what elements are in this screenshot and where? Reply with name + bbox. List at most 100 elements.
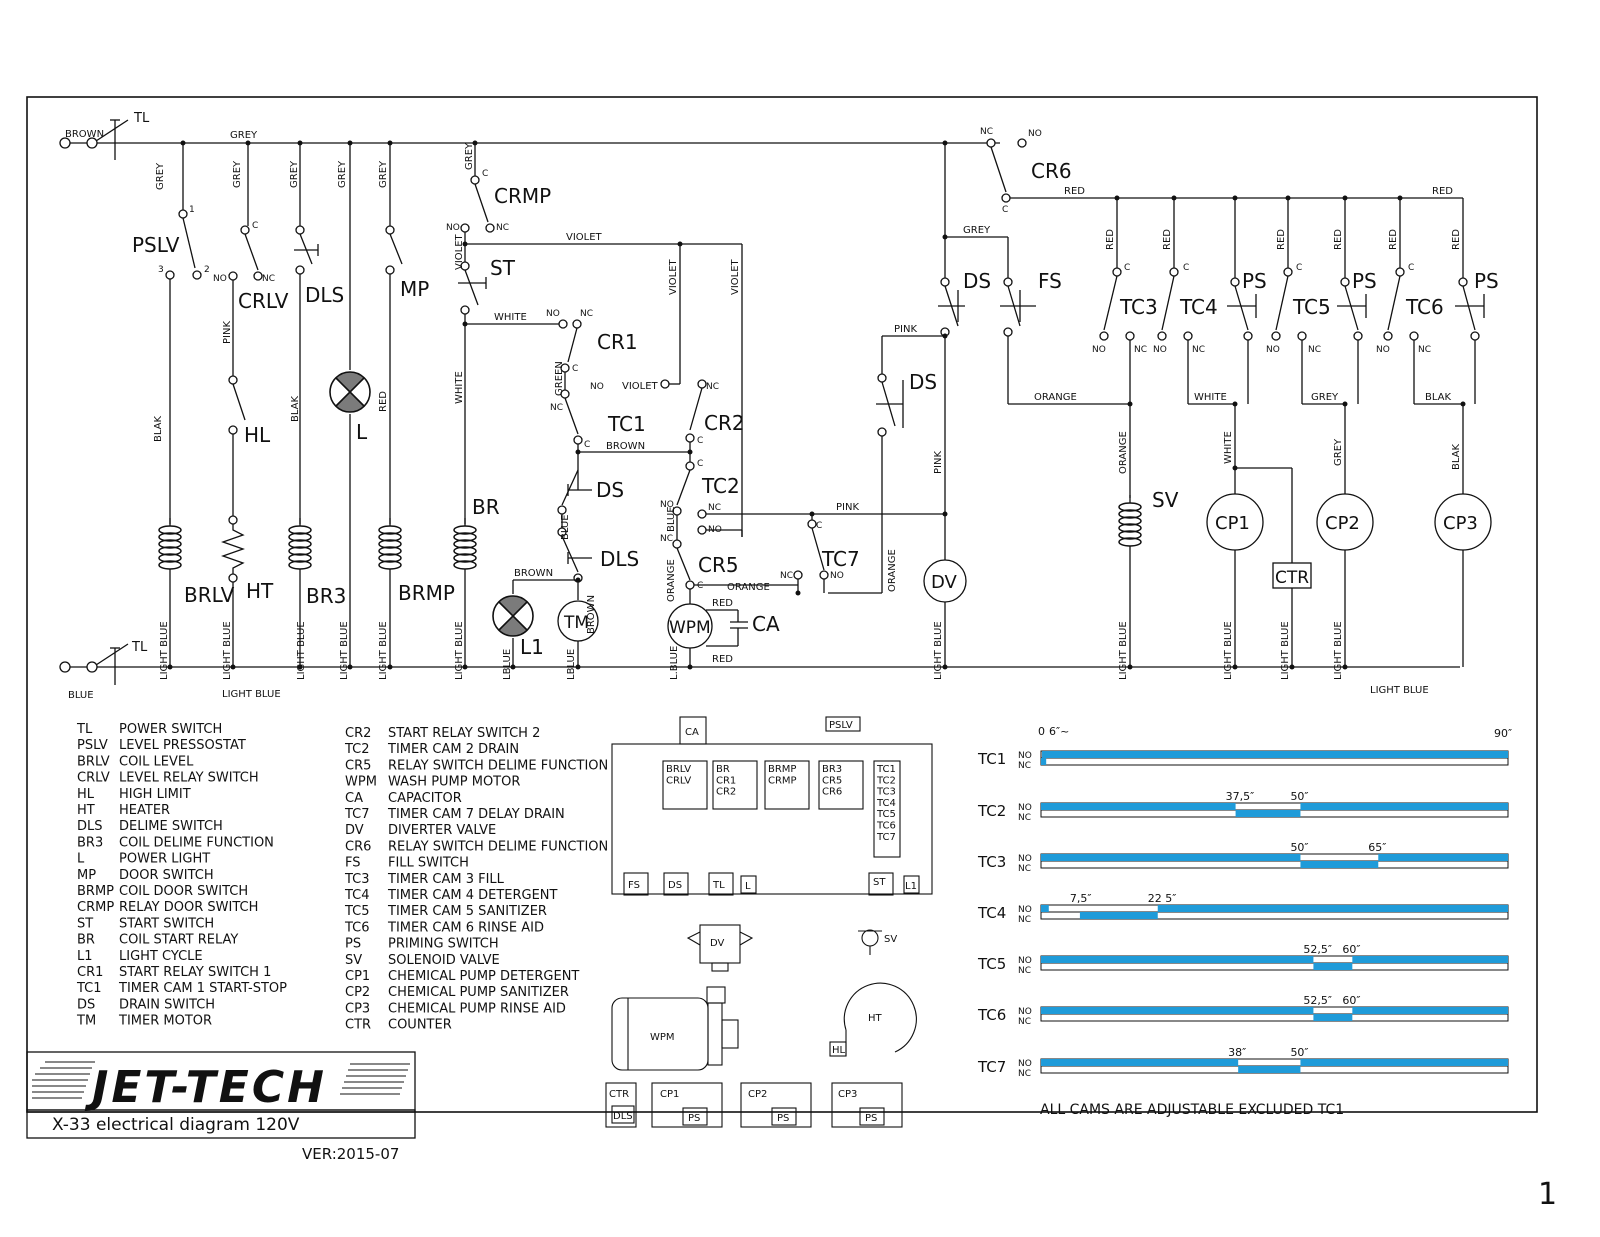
tl-top-label: TL	[133, 111, 150, 126]
legend-right-item-code: CP2	[345, 985, 370, 1000]
legend-right-item-description: TIMER CAM 7 DELAY DRAIN	[387, 807, 565, 822]
wire-lb-v1: LIGHT BLUE	[159, 621, 170, 680]
tc5-terminal-c: C	[1296, 263, 1302, 273]
tc3-terminal-nc: NC	[1134, 345, 1147, 355]
dls-label-2: DLS	[600, 547, 639, 571]
layout-box-label: BR3	[822, 764, 842, 775]
layout-box-label: BR	[716, 764, 730, 775]
wire-grey-v6: GREY	[464, 142, 475, 170]
tc2-label: TC2	[701, 474, 740, 498]
cr1-terminal-nc: NC	[580, 309, 593, 319]
legend-left-item-code: TL	[76, 722, 93, 737]
cr5-terminal-c: C	[697, 581, 703, 591]
timing-cam-name: TC1	[977, 750, 1006, 768]
wire-orange-2: ORANGE	[1034, 392, 1077, 403]
layout-cp2: CP2	[748, 1089, 767, 1100]
wire-lblue-v7: LBLUE	[502, 649, 513, 680]
crlv-terminal-nc: NC	[262, 274, 275, 284]
tc4-terminal-no: NO	[1153, 345, 1167, 355]
title-block: JET-TECH X-33 electrical diagram 120V	[26, 1051, 416, 1139]
legend-right-item-code: TC5	[344, 904, 370, 919]
timing-nc-label: NC	[1018, 966, 1031, 976]
cr6-terminal-no: NO	[1028, 129, 1042, 139]
ht-label: HT	[246, 579, 274, 603]
legend-left-item-code: PSLV	[77, 738, 108, 753]
legend-right-item-description: COUNTER	[388, 1018, 452, 1033]
wpm-label: WPM	[669, 618, 711, 638]
wire-brown-3: BROWN	[514, 568, 553, 579]
wire-red-top-2: RED	[1432, 186, 1453, 197]
tc1-terminal-nc: NC	[550, 403, 563, 413]
layout-box-label: CRMP	[768, 775, 797, 786]
mp-label: MP	[400, 277, 429, 301]
legend-left-item-code: DS	[77, 997, 95, 1012]
timing-nc-segment	[1238, 1066, 1301, 1073]
cr1-label: CR1	[597, 330, 638, 354]
legend-left-item-description: HIGH LIMIT	[119, 787, 191, 802]
timing-nc-segment	[1313, 1014, 1353, 1021]
wire-red-top-1: RED	[1064, 186, 1085, 197]
layout-l: L	[745, 881, 751, 892]
legend-right-item-description: START RELAY SWITCH 2	[388, 726, 540, 741]
legend-right-item-description: SOLENOID VALVE	[388, 953, 500, 968]
crmp-label: CRMP	[494, 184, 551, 208]
legend-right-item-code: TC6	[344, 920, 370, 935]
wire-violet-v3: VIOLET	[730, 258, 741, 295]
crmp-terminal-nc: NC	[496, 223, 509, 233]
schematic	[59, 119, 1492, 685]
timing-no-segment	[1300, 803, 1508, 810]
timing-no-segment	[1041, 803, 1236, 810]
br-label: BR	[472, 495, 500, 519]
legend-left-item-description: COIL START RELAY	[119, 933, 238, 948]
legend-left-item-description: COIL DOOR SWITCH	[119, 884, 248, 899]
ds-label-2: DS	[909, 370, 937, 394]
layout-ps2: PS	[777, 1113, 789, 1124]
timing-no-segment	[1378, 854, 1508, 861]
wire-grey-v3: GREY	[289, 160, 300, 188]
legend-left-item-description: LEVEL PRESSOSTAT	[119, 738, 246, 753]
timing-mark-label: 65″	[1368, 841, 1386, 854]
timing-no-segment	[1041, 1059, 1239, 1066]
tc2-terminal-nc: NC	[708, 503, 721, 513]
layout-st: ST	[873, 877, 886, 888]
legend-right-item-description: TIMER CAM 4 DETERGENT	[387, 888, 558, 903]
tc6-label: TC6	[1405, 295, 1444, 319]
wire-blak-v2: BLAK	[290, 395, 301, 422]
logo-speed-lines	[32, 1061, 410, 1099]
layout-box-label: BRMP	[768, 764, 796, 775]
layout-box-label: BRLV	[666, 764, 691, 775]
legend-left-item-description: TIMER MOTOR	[118, 1014, 212, 1029]
timing-mark-label: 38″	[1228, 1046, 1246, 1059]
tc5-terminal-nc: NC	[1308, 345, 1321, 355]
timing-nc-segment	[1079, 912, 1158, 919]
legend-right-item-description: FILL SWITCH	[388, 856, 469, 871]
layout-box-label: TC6	[876, 821, 896, 832]
legend-right-item-description: CHEMICAL PUMP DETERGENT	[388, 969, 579, 984]
wire-green-v1: GREEN	[554, 361, 565, 396]
timing-cam-name: TC5	[977, 955, 1006, 973]
timing-no-segment	[1041, 905, 1049, 912]
wire-violet-v1: VIOLET	[454, 233, 465, 270]
wire-white-v1: WHITE	[454, 371, 465, 404]
pslv-terminal-3: 3	[158, 265, 164, 275]
fs-label: FS	[1038, 269, 1062, 293]
legend-left-item-code: CR1	[77, 965, 103, 980]
crmp-terminal-no: NO	[446, 223, 460, 233]
timing-mark-label: 50″	[1290, 790, 1308, 803]
tc1-terminal-c: C	[584, 440, 590, 450]
wire-red-v3: RED	[1162, 229, 1173, 250]
timing-start-label-2: 6″~	[1049, 725, 1069, 738]
legend-left-item-description: DRAIN SWITCH	[119, 997, 215, 1012]
wire-lb-v11: LIGHT BLUE	[1118, 621, 1129, 680]
legend-right-item-code: SV	[345, 953, 362, 968]
timing-no-label: NO	[1018, 956, 1032, 966]
legend-left-item-code: BRLV	[77, 754, 110, 769]
timing-mark-label: 50″	[1290, 841, 1308, 854]
wire-lb-v5: LIGHT BLUE	[378, 621, 389, 680]
wire-lb-v13: LIGHT BLUE	[1280, 621, 1291, 680]
timing-no-label: NO	[1018, 751, 1032, 761]
tc3-terminal-c: C	[1124, 263, 1130, 273]
component-layout	[605, 716, 933, 1128]
